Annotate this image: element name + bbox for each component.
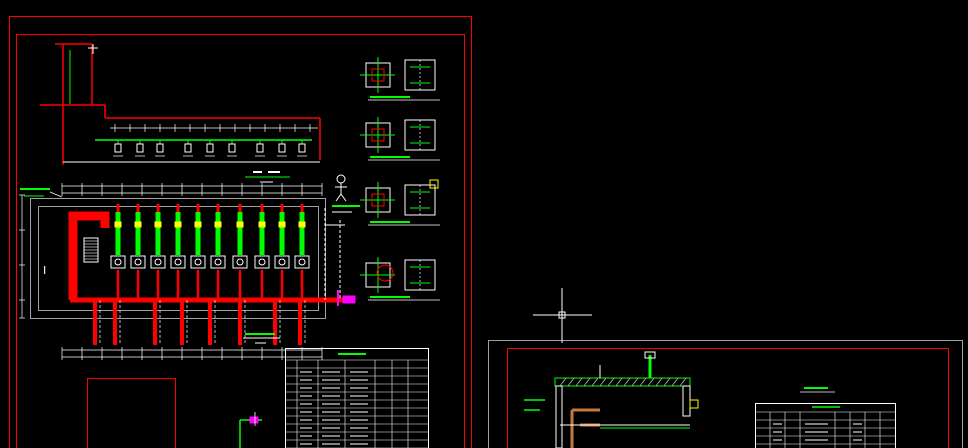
- symbol-leg: [335, 193, 342, 202]
- table-outline: [285, 348, 429, 448]
- riser-valve: [154, 221, 162, 228]
- pump-impeller: [258, 258, 266, 266]
- right-sheet-outer-border: [488, 340, 963, 448]
- slab-hatch: [591, 377, 599, 387]
- header-end-fitting: [342, 295, 356, 304]
- person-orientation-symbol: [332, 174, 360, 213]
- section-valve: [278, 143, 286, 153]
- pump: [294, 255, 310, 269]
- detail-core: [371, 128, 385, 142]
- vent-cap: [644, 351, 656, 359]
- cad-crosshair-cursor: [533, 288, 592, 343]
- level-marker: [689, 399, 699, 409]
- riser-valve: [114, 221, 122, 228]
- left-wall: [555, 385, 563, 448]
- detail-marker: [429, 179, 439, 189]
- pump-impeller: [278, 258, 286, 266]
- pump-impeller: [114, 258, 122, 266]
- pump: [232, 255, 248, 269]
- riser-valve: [134, 221, 142, 228]
- section-view-1-1: [40, 43, 321, 165]
- section-valve: [156, 143, 164, 153]
- slab-hatch: [655, 377, 663, 387]
- pump: [210, 255, 226, 269]
- slab-hatch: [679, 377, 687, 387]
- riser-valve: [298, 221, 306, 228]
- pump: [150, 255, 166, 269]
- slab-hatch: [559, 377, 567, 387]
- detail-drawings-column: [360, 57, 440, 301]
- left-sheet-outer-border: [9, 16, 472, 448]
- equipment-table-left: [285, 348, 429, 448]
- pump-impeller: [134, 258, 142, 266]
- sheet-frames: [9, 16, 963, 448]
- section-marker-left: Ⅰ: [43, 265, 46, 277]
- lower-building-outline: [87, 378, 176, 448]
- pump: [274, 255, 290, 269]
- pump-impeller: [154, 258, 162, 266]
- section-valve: [256, 143, 264, 153]
- detail-circle: [376, 264, 394, 282]
- slab-hatch: [631, 377, 639, 387]
- slab-hatch: [671, 377, 679, 387]
- riser-valve: [194, 221, 202, 228]
- table-outline: [755, 403, 896, 448]
- slab-hatch: [567, 377, 575, 387]
- pump-impeller: [236, 258, 244, 266]
- section-valve: [206, 143, 214, 153]
- section-valve: [298, 143, 306, 153]
- slab-hatch: [583, 377, 591, 387]
- riser-valve: [236, 221, 244, 228]
- pump: [110, 255, 126, 269]
- pump-impeller: [214, 258, 222, 266]
- pump-impeller: [298, 258, 306, 266]
- slab-hatch: [607, 377, 615, 387]
- roof-slab: [554, 377, 691, 387]
- slab-hatch: [647, 377, 655, 387]
- leader-line: [49, 191, 63, 198]
- main-suction-pipe: [68, 211, 110, 300]
- section-valve: [184, 143, 192, 153]
- riser-valve: [258, 221, 266, 228]
- riser-valve: [214, 221, 222, 228]
- pump-impeller: [194, 258, 202, 266]
- slab-hatch: [663, 377, 671, 387]
- slab-hatch: [599, 377, 607, 387]
- pipe-fitting: [249, 416, 259, 424]
- slab-hatch: [639, 377, 647, 387]
- section-valve: [228, 143, 236, 153]
- right-sheet-inner-border: [507, 348, 949, 448]
- riser-valve: [174, 221, 182, 228]
- detail-core: [371, 193, 385, 207]
- pump-room-plan-view: Ⅰ: [19, 183, 356, 360]
- detail-core: [371, 68, 385, 82]
- left-sheet-inner-border: [16, 34, 465, 448]
- pump-impeller: [174, 258, 182, 266]
- riser-valve: [278, 221, 286, 228]
- pump: [254, 255, 270, 269]
- section-view-title: [245, 171, 290, 183]
- section-valve: [136, 143, 144, 153]
- lower-left-drawings: [87, 378, 262, 448]
- slab-hatch: [575, 377, 583, 387]
- right-sheet-section-drawing: [524, 351, 835, 448]
- slab-hatch: [623, 377, 631, 387]
- pump: [170, 255, 186, 269]
- equipment-table-right: [755, 403, 896, 448]
- pump: [190, 255, 206, 269]
- section-valve: [114, 143, 122, 153]
- symbol-leg: [340, 193, 347, 202]
- cursor-pickbox: [558, 311, 566, 319]
- slab-hatch: [615, 377, 623, 387]
- pump: [130, 255, 146, 269]
